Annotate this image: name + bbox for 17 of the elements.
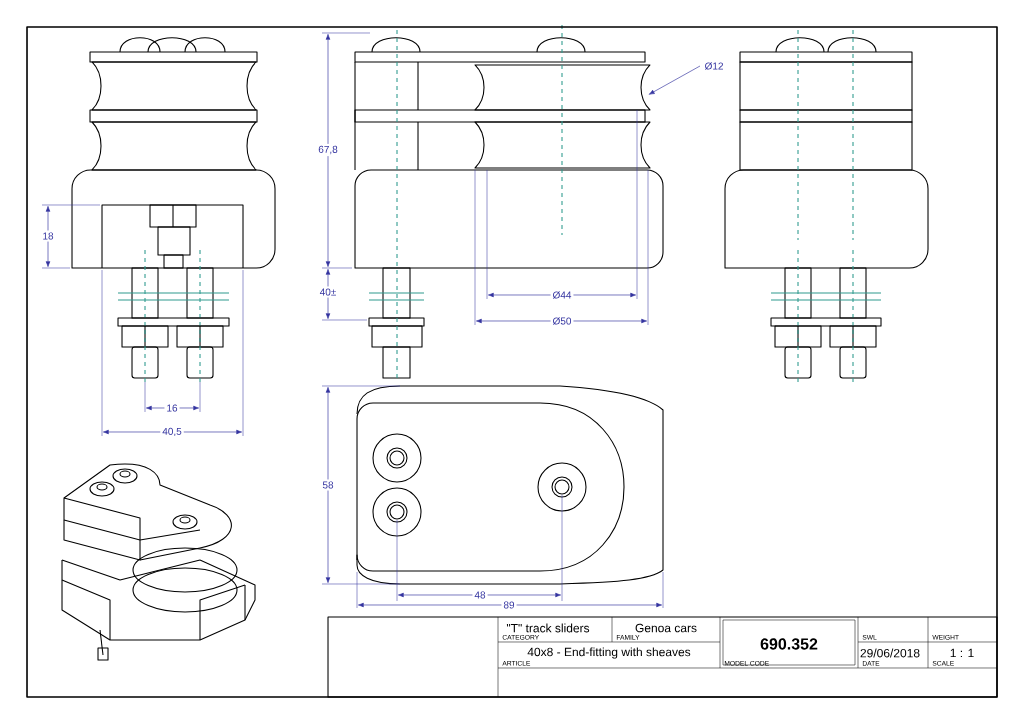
model-code: 690.352 (760, 638, 818, 650)
field-value: "T" track sliders (506, 623, 590, 633)
dimension-label: Ø44 (550, 289, 574, 301)
dimension-label: 40± (317, 286, 339, 298)
dimension-label: 40,5 (160, 425, 184, 439)
field-value: Genoa cars (635, 623, 697, 633)
field-value: 1 : 1 (950, 648, 974, 658)
dimension-label: 89 (501, 599, 517, 611)
field-value: 40x8 - End-fitting with sheaves (527, 647, 691, 659)
dimension-label: Ø50 (550, 315, 574, 327)
dimension-label: 18 (40, 230, 56, 242)
dimension-label: 48 (472, 589, 488, 601)
dimension-label: 67,8 (316, 143, 340, 157)
field-value: 29/06/2018 (860, 648, 920, 658)
dimension-label: 58 (320, 479, 336, 491)
dimension-label: Ø12 (704, 62, 723, 70)
dimension-label: 16 (164, 402, 180, 414)
